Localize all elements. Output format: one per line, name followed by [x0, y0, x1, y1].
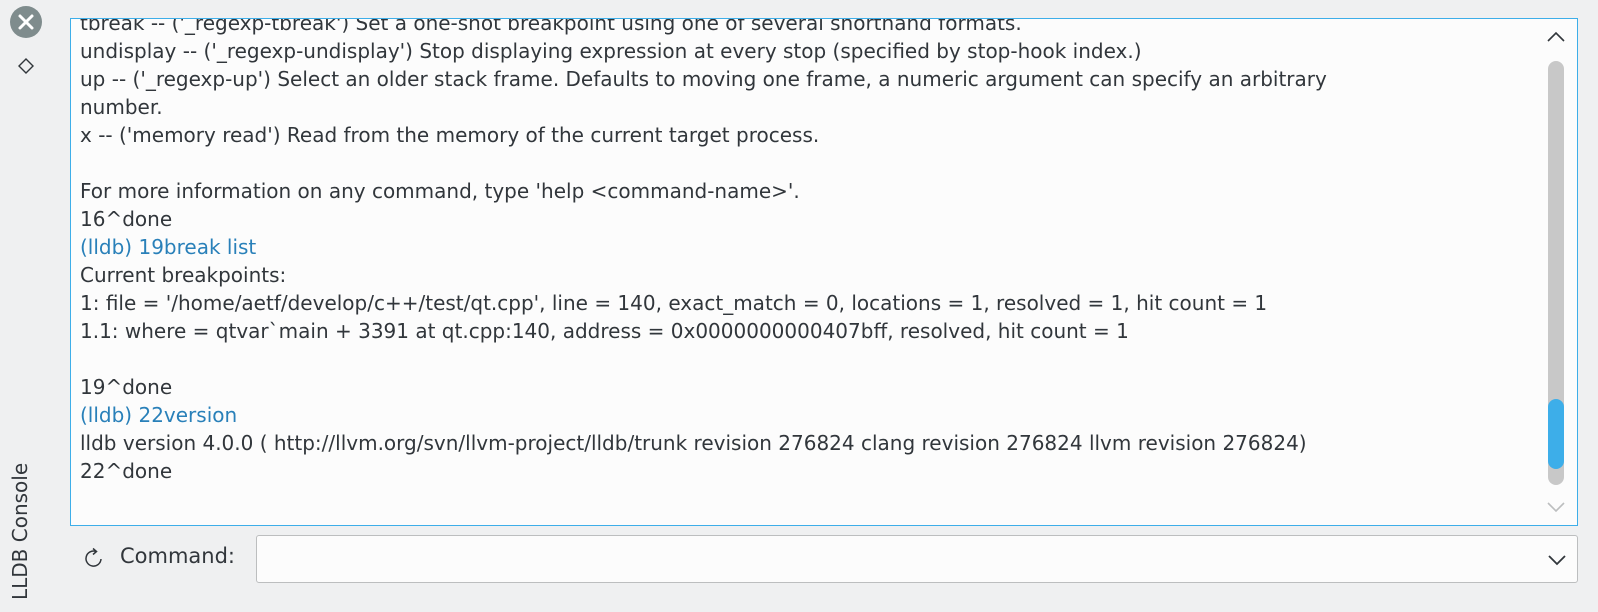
console-output-line: 1: file = '/home/aetf/develop/c++/test/q…: [80, 291, 1268, 315]
scrollbar-track[interactable]: [1548, 61, 1564, 485]
console-output-line: undisplay -- ('_regexp-undisplay') Stop …: [80, 39, 1142, 63]
console-command-line: (lldb) 19break list: [80, 235, 257, 259]
command-bar: Command:: [70, 533, 1578, 583]
reload-icon[interactable]: [82, 546, 106, 570]
console-output-line: 19^done: [80, 375, 173, 399]
console-command-line: (lldb) 22version: [80, 403, 238, 427]
console-output-line: number.: [80, 95, 163, 119]
command-combobox[interactable]: [256, 535, 1578, 583]
command-label: Command:: [120, 544, 236, 568]
chevron-down-icon[interactable]: [1545, 548, 1569, 572]
command-input[interactable]: [265, 544, 1519, 576]
console-text: tbreak -- ('_regexp-tbreak') Set a one-s…: [80, 18, 1537, 485]
console-output-line: tbreak -- ('_regexp-tbreak') Set a one-s…: [80, 18, 1022, 35]
console-output-line: up -- ('_regexp-up') Select an older sta…: [80, 67, 1327, 91]
panel-sidebar: LLDB Console: [0, 0, 54, 612]
console-output-line: lldb version 4.0.0 ( http://llvm.org/svn…: [80, 431, 1307, 455]
scroll-up-arrow-icon[interactable]: [1543, 25, 1569, 49]
console-output-line: For more information on any command, typ…: [80, 179, 800, 203]
panel-title-text: LLDB Console: [8, 462, 32, 600]
diamond-icon[interactable]: [14, 54, 38, 78]
console-output-line: 1.1: where = qtvar`main + 3391 at qt.cpp…: [80, 319, 1129, 343]
console-output-line: [80, 345, 1537, 373]
scroll-down-arrow-icon[interactable]: [1543, 495, 1569, 519]
console-output-line: 22^done: [80, 459, 173, 483]
scrollbar-thumb[interactable]: [1548, 399, 1564, 469]
panel-title: LLDB Console: [8, 440, 32, 600]
console-output-line: Current breakpoints:: [80, 263, 287, 287]
console-output-line: x -- ('memory read') Read from the memor…: [80, 123, 820, 147]
console-output-line: [80, 149, 1537, 177]
close-icon[interactable]: [10, 6, 42, 38]
console-output-line: 16^done: [80, 207, 173, 231]
console-scrollbar[interactable]: [1543, 25, 1569, 519]
console-output[interactable]: tbreak -- ('_regexp-tbreak') Set a one-s…: [70, 18, 1578, 526]
